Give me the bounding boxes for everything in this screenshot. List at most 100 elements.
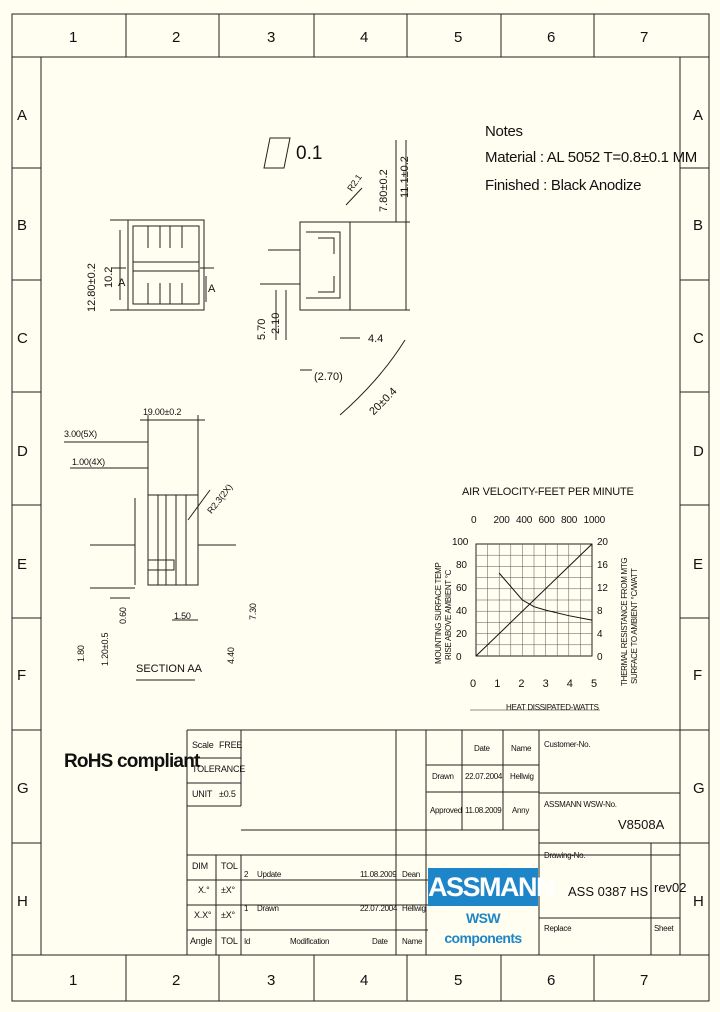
- dim-bot-d: 1.50: [174, 611, 191, 621]
- graph-top-tick: 200: [493, 515, 510, 526]
- notes-finish: Finished : Black Anodize: [485, 177, 642, 194]
- graph-right-tick: 8: [597, 606, 603, 617]
- grid-col-bottom-2: 2: [172, 972, 180, 989]
- graph-top-tick: 600: [538, 515, 555, 526]
- dim-bot-a: 1.80: [76, 645, 86, 662]
- grid-row-right-A: A: [693, 107, 703, 124]
- graph-bottom-tick: 3: [542, 678, 549, 690]
- sheet-label: Sheet: [654, 924, 674, 933]
- drawing-no-label: Drawing-No.: [544, 851, 586, 860]
- grid-row-left-D: D: [17, 443, 28, 460]
- graph-xlabel: HEAT DISSIPATED-WATTS: [506, 703, 599, 712]
- name-header: Name: [511, 744, 532, 753]
- graph-bottom-tick: 5: [591, 678, 597, 690]
- dim-side-c: 4.4: [368, 333, 384, 345]
- graph-left-tick: 0: [456, 652, 462, 663]
- graph-bottom-tick: 4: [566, 678, 573, 690]
- drawn-date: 22.07.2004: [465, 772, 503, 781]
- section-mark-right: A: [208, 283, 216, 295]
- grid-row-right-C: C: [693, 330, 704, 347]
- grid-row-left-F: F: [17, 667, 26, 684]
- grid-col-bottom-7: 7: [640, 972, 648, 989]
- dim-front-inner: 10.2: [103, 266, 115, 288]
- grid-row-right-H: H: [693, 893, 704, 910]
- graph-top-tick: 800: [561, 515, 578, 526]
- graph-left-label-1: MOUNTING SURFACE TEMP: [434, 562, 443, 664]
- dim-bot-b: 1.20±0.5: [100, 632, 110, 666]
- dim-col-label: DIM: [192, 861, 208, 871]
- graph-left-tick: 40: [456, 606, 467, 617]
- graph-top-tick: 0: [471, 515, 477, 526]
- angle-tol: TOL: [221, 936, 238, 946]
- graph-right-tick: 20: [597, 537, 608, 548]
- dim-top-width: 19.00±0.2: [143, 407, 182, 417]
- graph-left-tick: 100: [452, 537, 469, 548]
- hist-header-id: Id: [244, 937, 251, 946]
- assmann-logo: ASSMANN WSW components: [428, 868, 556, 946]
- hist-text: Drawn: [257, 904, 279, 913]
- dim-side-d: (2.70): [314, 371, 343, 383]
- customer-label: Customer-No.: [544, 740, 591, 749]
- rohs-label: RoHS compliant: [64, 751, 200, 772]
- graph-title: AIR VELOCITY-FEET PER MINUTE: [462, 486, 634, 498]
- grid-row-right-F: F: [693, 667, 702, 684]
- section-mark-left: A: [118, 277, 126, 289]
- grid-col-bottom-1: 1: [69, 972, 77, 989]
- graph-top-tick: 1000: [583, 515, 606, 526]
- graph-right-tick: 12: [597, 583, 608, 594]
- graph-left-tick: 60: [456, 583, 467, 594]
- grid-col-top-5: 5: [454, 29, 462, 46]
- grid-row-left-G: G: [17, 780, 29, 797]
- graph-series-1: [475, 543, 593, 657]
- hist-text: Update: [257, 870, 281, 879]
- approved-name: Anny: [512, 806, 530, 815]
- dim-front-height: 12.80±0.2: [86, 263, 98, 312]
- graph-right-tick: 4: [597, 629, 603, 640]
- grid-row-left-A: A: [17, 107, 27, 124]
- grid-col-bottom-5: 5: [454, 972, 462, 989]
- row-x2: X.X°: [194, 910, 212, 920]
- dim-bot-c: 0.60: [118, 607, 128, 624]
- drawn-label: Drawn: [432, 772, 454, 781]
- graph-bottom-tick: 1: [494, 678, 501, 690]
- notes-heading: Notes: [485, 123, 523, 140]
- grid-row-left-E: E: [17, 556, 27, 573]
- graph-series-2: [498, 572, 593, 621]
- graph-left-tick: 20: [456, 629, 467, 640]
- row-x1-tol: ±X°: [221, 885, 235, 895]
- grid-row-left-H: H: [17, 893, 28, 910]
- dim-top-pitch2: 1.00(4X): [72, 457, 105, 467]
- graph-right-tick: 16: [597, 560, 608, 571]
- graph-left-label-2: RISE ABOVE AMBIENT °C: [444, 569, 453, 660]
- tol-col-label: TOL: [221, 861, 238, 871]
- angle-label: Angle: [190, 936, 213, 946]
- hist-header-date: Date: [372, 937, 388, 946]
- grid-col-bottom-4: 4: [360, 972, 368, 989]
- grid-col-top-1: 1: [69, 29, 77, 46]
- grid-row-right-G: G: [693, 780, 705, 797]
- scale-label: Scale: [192, 740, 214, 750]
- approved-label: Approved: [430, 806, 462, 815]
- tolerance-label: TOLERANCE: [192, 764, 246, 774]
- row-x2-tol: ±X°: [221, 910, 235, 920]
- grid-col-top-4: 4: [360, 29, 368, 46]
- dim-bot-e: 4.40: [226, 647, 236, 664]
- hist-date: 11.08.2009: [360, 870, 397, 879]
- drawing-number: ASS 0387 HS: [568, 884, 649, 899]
- logo-wordmark: ASSMANN: [428, 868, 556, 906]
- flatness-value: 0.1: [296, 143, 323, 164]
- date-header: Date: [474, 744, 490, 753]
- row-x1: X.°: [198, 885, 210, 895]
- hist-mark: 2: [244, 870, 249, 879]
- dim-side-b: 2.10: [270, 312, 282, 334]
- dim-side-h2: 11.1±0.2: [399, 156, 411, 198]
- drawn-name: Hellwig: [510, 772, 534, 781]
- section-aa-label: SECTION AA: [136, 663, 203, 675]
- hist-name: Dean: [402, 870, 420, 879]
- grid-col-top-6: 6: [547, 29, 555, 46]
- graph-right-label-2: SURFACE TO AMBIENT °C/WATT: [630, 568, 639, 684]
- grid-row-right-B: B: [693, 217, 703, 234]
- approved-date: 11.08.2009: [465, 806, 502, 815]
- hist-mark: 1: [244, 904, 249, 913]
